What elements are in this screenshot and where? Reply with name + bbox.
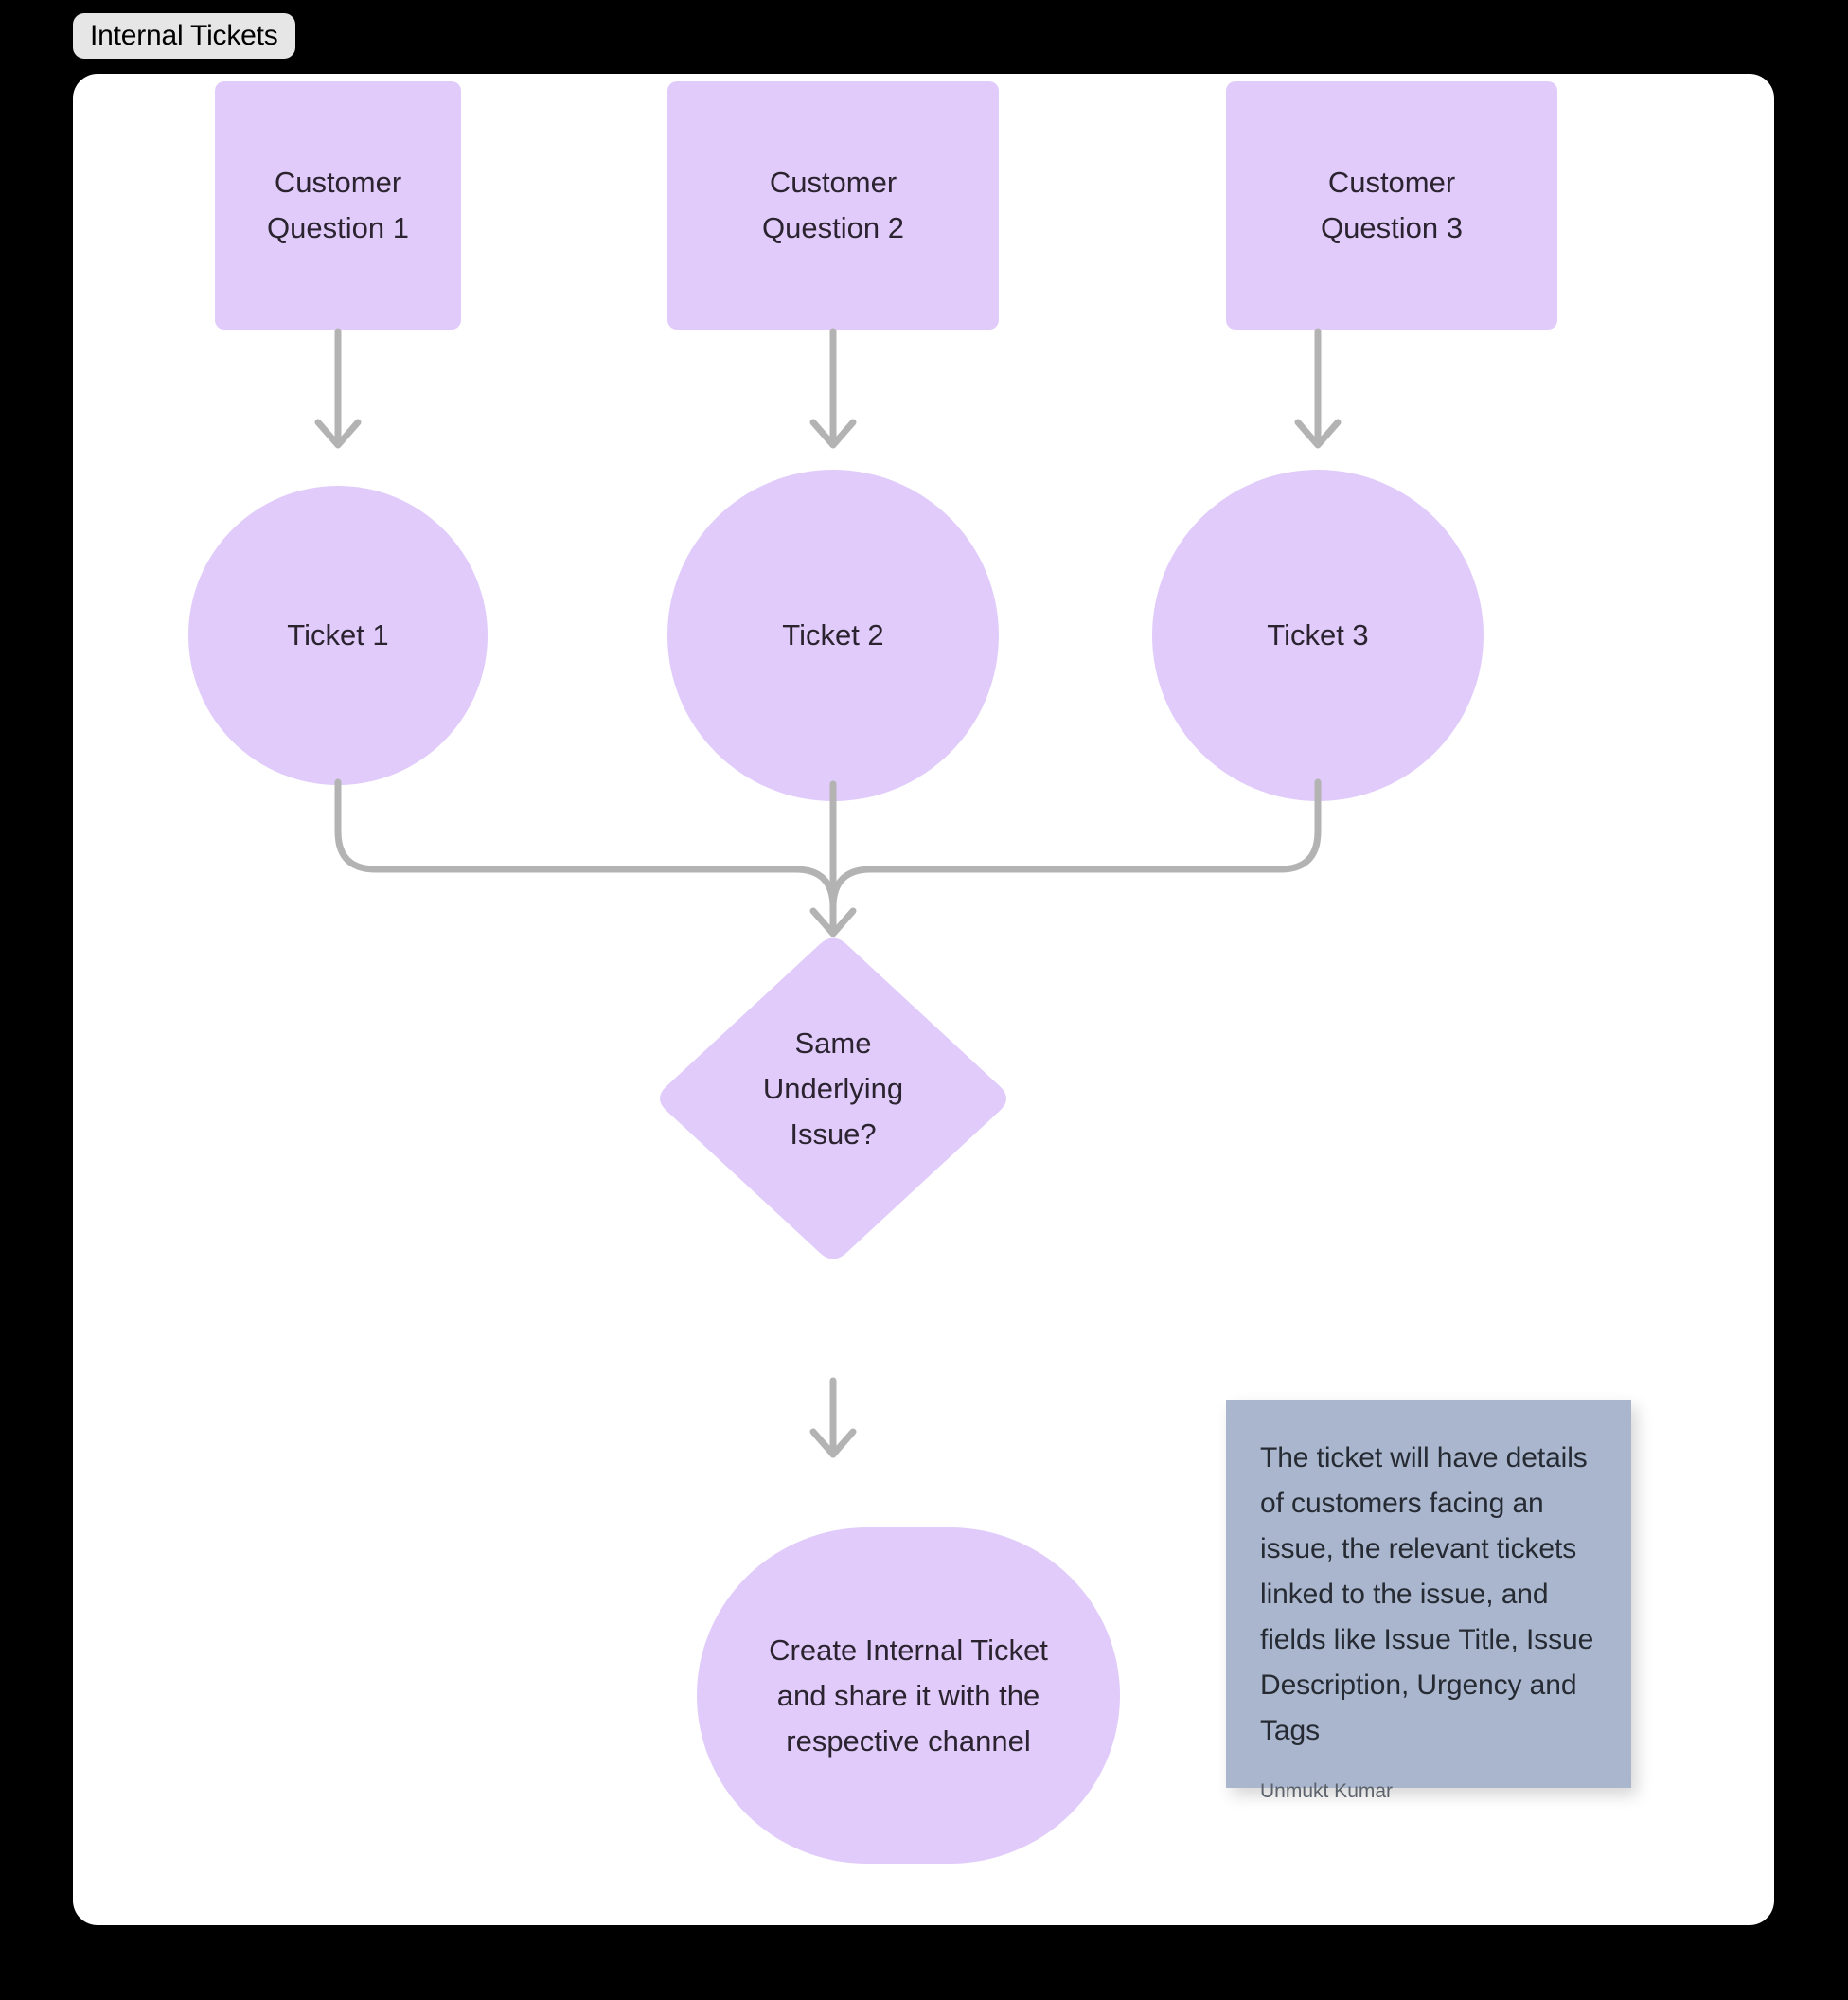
node-ticket-3[interactable] bbox=[1152, 470, 1484, 801]
connector-merge-arrowhead bbox=[809, 907, 857, 938]
connector-q3-to-t3-head bbox=[1294, 419, 1342, 449]
node-customer-question-1[interactable] bbox=[215, 81, 461, 330]
connector-t1-to-decision bbox=[334, 778, 837, 935]
sticky-note-body: The ticket will have details of customer… bbox=[1260, 1442, 1594, 1746]
flow-canvas[interactable]: Customer Question 1 Customer Question 2 … bbox=[73, 74, 1774, 1925]
node-customer-question-3[interactable] bbox=[1226, 81, 1557, 330]
board-title-text: Internal Tickets bbox=[90, 20, 278, 51]
connector-q2-to-t2-head bbox=[809, 419, 857, 449]
connector-decision-to-action-head bbox=[809, 1428, 857, 1458]
node-customer-question-2[interactable] bbox=[667, 81, 999, 330]
flowchart-svg bbox=[188, 81, 1557, 1864]
connector-t3-to-decision bbox=[829, 778, 1322, 935]
node-create-internal-ticket[interactable] bbox=[697, 1527, 1120, 1864]
sticky-note-author: Unmukt Kumar bbox=[1260, 1780, 1394, 1802]
board-title-pill[interactable]: Internal Tickets bbox=[73, 13, 295, 59]
sticky-note-card[interactable]: The ticket will have details of customer… bbox=[1226, 1400, 1631, 1802]
node-decision-same-underlying-issue[interactable] bbox=[660, 938, 1006, 1259]
connector-q1-to-t1-head bbox=[314, 419, 362, 449]
node-ticket-2[interactable] bbox=[667, 470, 999, 801]
node-ticket-1[interactable] bbox=[188, 486, 488, 785]
